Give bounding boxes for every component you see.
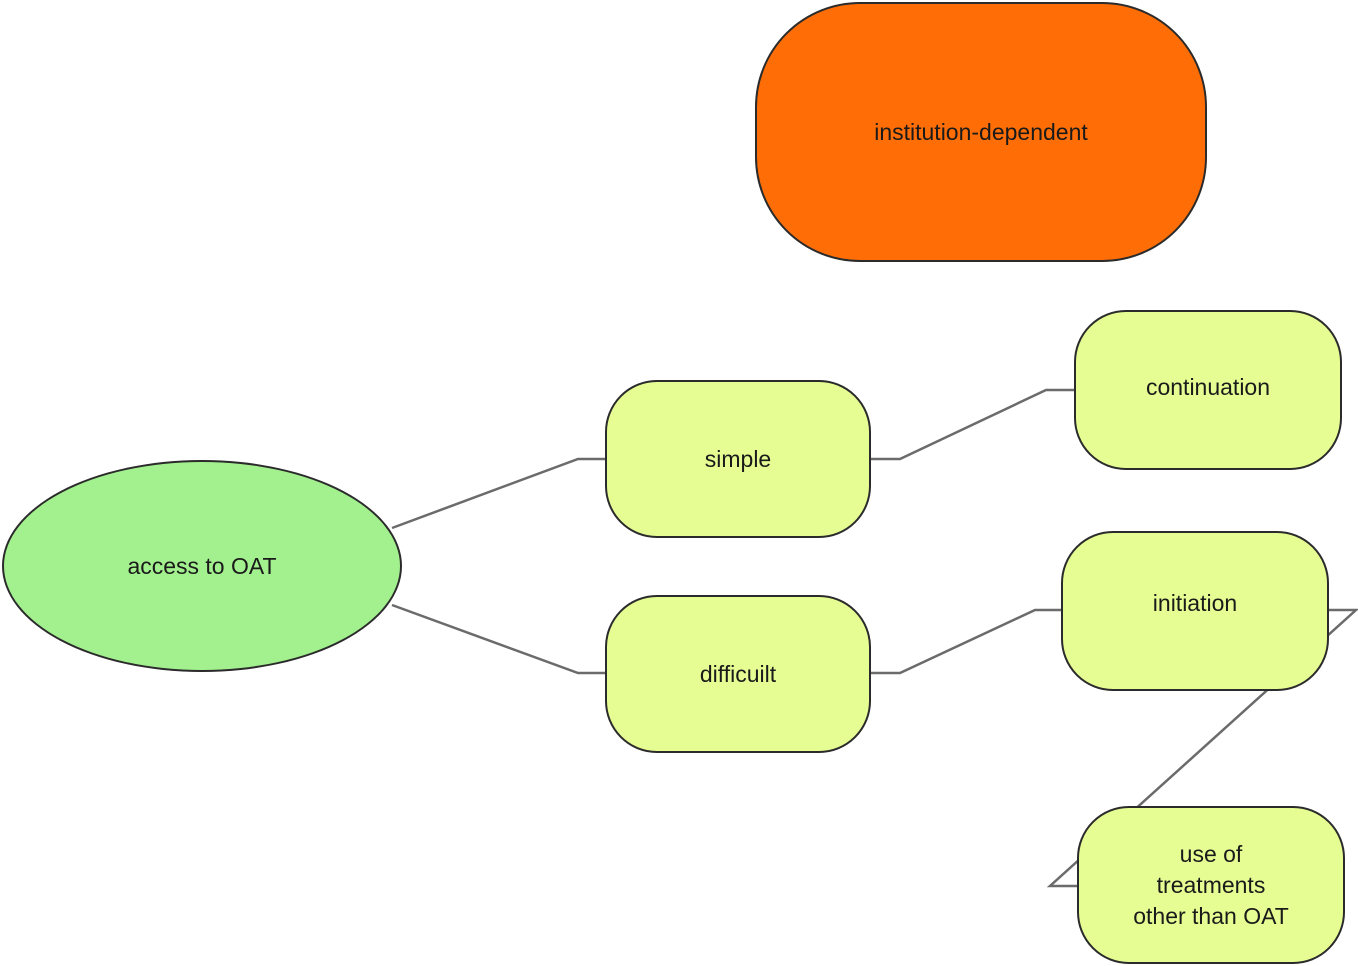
node-institution-dependent-label: institution-dependent bbox=[874, 118, 1088, 145]
node-initiation: initiation bbox=[1061, 531, 1329, 691]
edge-difficult-initiation bbox=[869, 608, 1063, 675]
node-simple: simple bbox=[605, 380, 871, 538]
node-difficult-label: difficuilt bbox=[699, 660, 777, 687]
edge-access-simple bbox=[391, 457, 607, 530]
node-institution-dependent: institution-dependent bbox=[755, 2, 1207, 262]
edge-simple-continuation bbox=[869, 388, 1076, 461]
node-other-treatments-label: use of treatments other than OAT bbox=[1133, 840, 1289, 929]
node-continuation-label: continuation bbox=[1145, 373, 1271, 400]
node-simple-label: simple bbox=[704, 445, 772, 472]
node-continuation: continuation bbox=[1074, 310, 1342, 470]
node-initiation-label: initiation bbox=[1152, 589, 1238, 616]
node-access-to-oat-label: access to OAT bbox=[127, 552, 277, 579]
node-access-to-oat: access to OAT bbox=[2, 460, 402, 672]
node-other-treatments: use of treatments other than OAT bbox=[1077, 806, 1345, 964]
node-difficult: difficuilt bbox=[605, 595, 871, 753]
edge-initiation-other bbox=[1046, 608, 1358, 888]
edge-access-difficult bbox=[391, 603, 607, 675]
